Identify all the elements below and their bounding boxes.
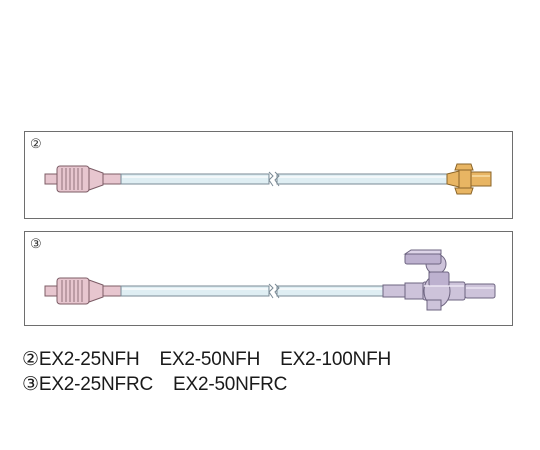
model-code: EX2-100NFH	[280, 349, 392, 370]
panel-number-badge: ③	[30, 236, 42, 251]
tube-break-mark	[268, 171, 280, 187]
extension-tube	[120, 173, 448, 185]
model-code: EX2-50NFRC	[173, 374, 288, 395]
model-list-3: ③EX2-25NFRC EX2-50NFRC	[22, 374, 307, 396]
extension-tube-panel-2: ②	[24, 131, 513, 219]
extension-tube-illustration	[44, 249, 496, 311]
model-code: EX2-25NFH	[38, 349, 140, 370]
model-code: EX2-50NFH	[159, 349, 261, 370]
three-way-stopcock	[382, 249, 496, 311]
extension-tube-illustration	[44, 163, 492, 195]
male-luer-connector	[446, 163, 492, 195]
female-luer-lock-connector	[44, 165, 122, 193]
model-number-badge: ②	[22, 349, 39, 370]
panel-number-badge: ②	[30, 136, 42, 151]
extension-tube	[120, 285, 384, 297]
tube-break-mark	[268, 283, 280, 299]
model-number-badge: ③	[22, 374, 39, 395]
model-list-2: ②EX2-25NFH EX2-50NFH EX2-100NFH	[22, 349, 411, 371]
model-code: EX2-25NFRC	[38, 374, 153, 395]
female-luer-lock-connector	[44, 277, 122, 305]
extension-tube-panel-3: ③	[24, 231, 513, 326]
